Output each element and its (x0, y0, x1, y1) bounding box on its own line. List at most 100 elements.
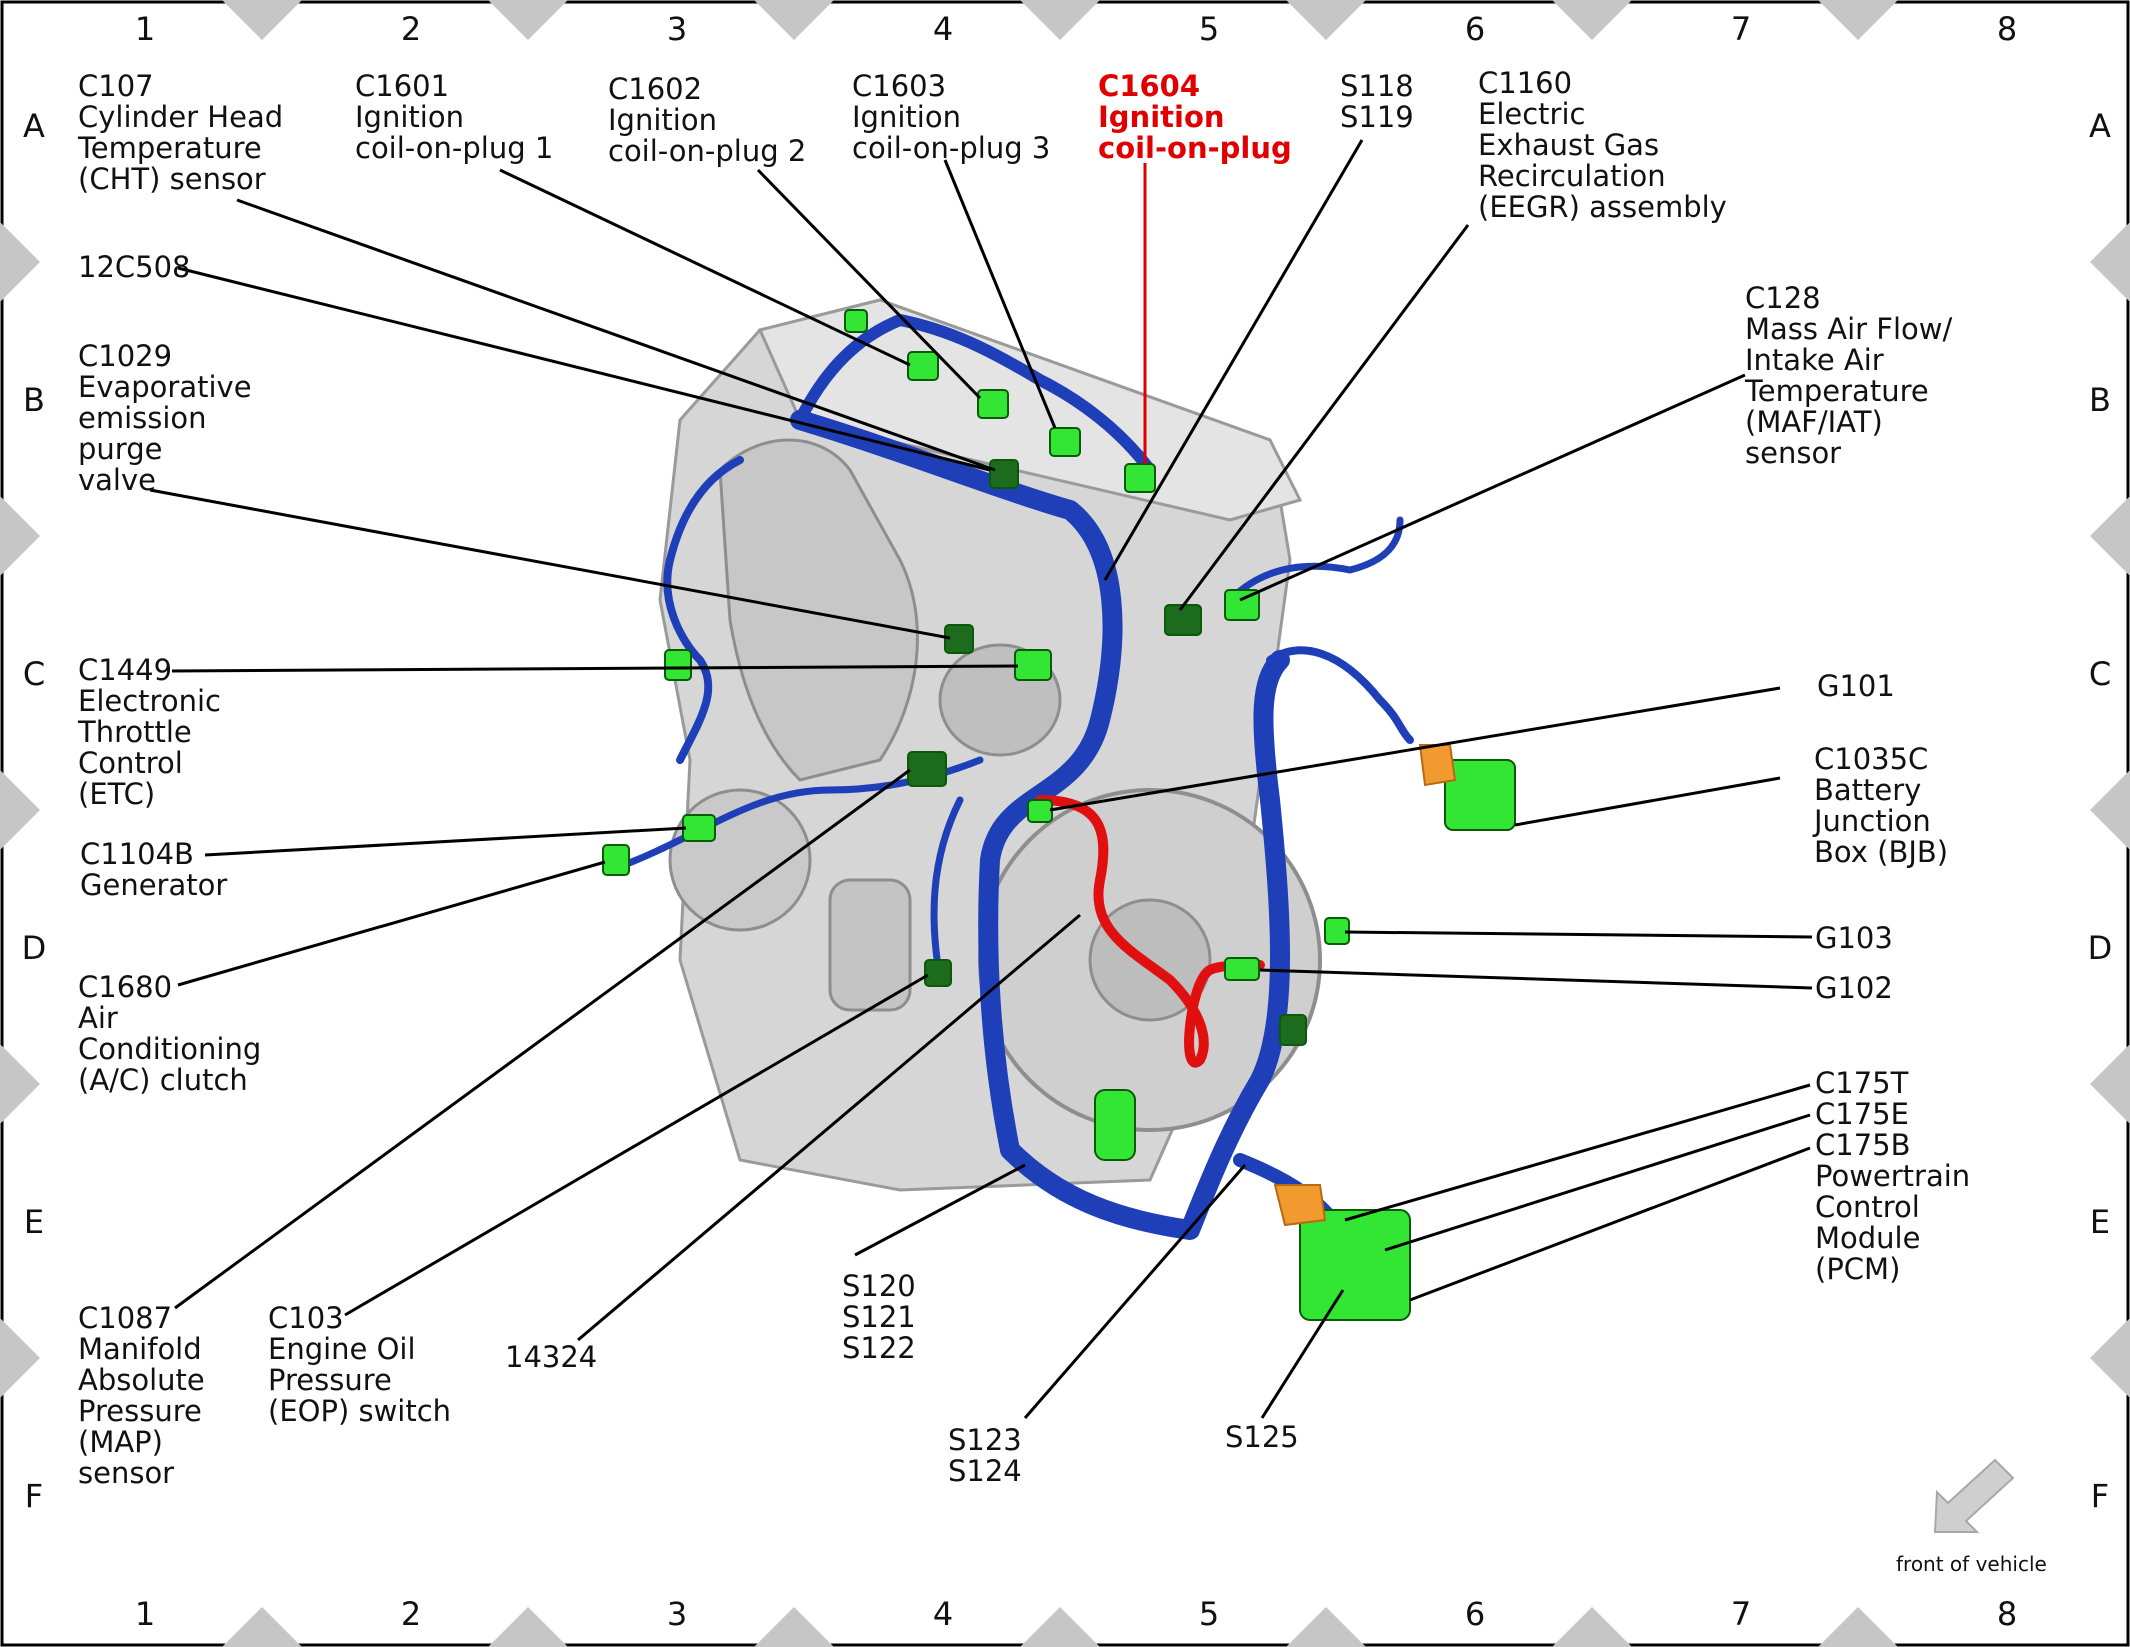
grid-col-2-bottom: 2 (401, 1595, 421, 1633)
leader-s125 (1260, 1289, 1345, 1419)
grid-row-c-right: C (2089, 655, 2111, 693)
connector-c1087 (907, 751, 947, 787)
leader-s118 (1103, 139, 1364, 581)
grid-column-labels-top: 1 2 3 4 5 6 7 8 (135, 10, 2017, 48)
leader-c1601 (499, 168, 911, 367)
label-14324: 14324 (505, 1340, 597, 1374)
connector-c1035c (1444, 759, 1516, 831)
connector-lower-dark (1279, 1014, 1307, 1046)
label-c1449: C1449 Electronic Throttle Control (ETC) (77, 653, 230, 811)
grid-row-d-right: D (2088, 929, 2113, 967)
label-g102: G102 (1815, 971, 1893, 1005)
grid-col-8: 8 (1997, 10, 2017, 48)
oil-filter (828, 878, 912, 1012)
connector-c1029 (944, 624, 974, 654)
grid-markers-left (0, 222, 40, 1398)
connector-c1449 (1014, 649, 1052, 681)
leader-c175t (1344, 1083, 1811, 1222)
label-c128: C128 Mass Air Flow/ Intake Air Temperatu… (1744, 281, 1961, 470)
grid-row-d: D (22, 929, 47, 967)
grid-row-e: E (24, 1203, 44, 1241)
grid-row-b-right: B (2089, 381, 2111, 419)
label-g101: G101 (1817, 669, 1895, 703)
harness-main-trunk (790, 410, 1290, 1240)
label-12c508: 12C508 (78, 250, 191, 284)
leader-g101 (1049, 686, 1781, 812)
grid-row-a-right: A (2089, 107, 2111, 145)
leader-c1035c (1514, 776, 1781, 827)
label-c107: C107 Cylinder Head Temperature (CHT) sen… (77, 69, 292, 196)
connector-c1035c-boot (1418, 744, 1457, 787)
leader-lines (149, 139, 1813, 1419)
leader-14324 (577, 913, 1081, 1342)
leader-c1160 (1178, 224, 1470, 611)
label-s118: S118 S119 (1340, 69, 1423, 134)
leader-c128 (1239, 373, 1746, 602)
leader-c1104b (204, 826, 687, 857)
leader-c1029 (149, 488, 951, 640)
grid-col-4-bottom: 4 (933, 1595, 953, 1633)
grid-row-f: F (25, 1477, 43, 1515)
leader-g103 (1344, 930, 1813, 939)
grid-col-7-bottom: 7 (1731, 1595, 1751, 1633)
connector-c1604 (1124, 463, 1156, 493)
connectors (602, 309, 1516, 1321)
front-of-vehicle-label: front of vehicle (1896, 1552, 2047, 1576)
connector-c1603 (1049, 427, 1081, 457)
grid-col-3-bottom: 3 (667, 1595, 687, 1633)
label-c1104b: C1104B Generator (80, 837, 227, 902)
label-s125: S125 (1225, 1420, 1299, 1454)
label-c103: C103 Engine Oil Pressure (EOP) switch (268, 1301, 451, 1428)
grid-col-8-bottom: 8 (1997, 1595, 2017, 1633)
label-c1029: C1029 Evaporative emission purge valve (78, 339, 261, 497)
intake-manifold (718, 438, 919, 782)
connector-c175 (1299, 1209, 1411, 1321)
leader-c1449 (171, 664, 1019, 673)
label-s120: S120 S121 S122 (842, 1269, 925, 1365)
connector-c1104b (682, 814, 716, 842)
grid-markers-right (2090, 222, 2130, 1398)
front-arrow-icon (1933, 1458, 2015, 1533)
grid-row-a: A (23, 107, 45, 145)
connector-12c508 (844, 309, 868, 333)
grid-markers-bottom (222, 1607, 1898, 1647)
leader-c1602 (756, 168, 982, 400)
connector-c1680 (602, 844, 630, 876)
connector-c103 (924, 959, 952, 987)
callout-labels: C107 Cylinder Head Temperature (CHT) sen… (77, 66, 1979, 1490)
leader-c1087 (174, 768, 911, 1310)
grid-col-3: 3 (667, 10, 687, 48)
harness-oil-branch (930, 796, 964, 984)
connector-c175-boot (1273, 1184, 1327, 1227)
connector-g101 (1027, 799, 1053, 823)
label-c1602: C1602 Ignition coil-on-plug 2 (608, 72, 806, 168)
leader-12c508 (177, 266, 991, 472)
connector-c128 (1224, 589, 1260, 621)
grid-col-4: 4 (933, 10, 953, 48)
connector-c1602 (977, 389, 1009, 419)
label-c1604: C1604 Ignition coil-on-plug (1098, 69, 1292, 165)
leader-c1603 (943, 159, 1057, 429)
connector-etc-left (664, 649, 692, 681)
label-g103: G103 (1815, 921, 1893, 955)
label-c1035c: C1035C Battery Junction Box (BJB) (1812, 742, 1948, 869)
connector-c1601 (907, 351, 939, 381)
grid-col-7: 7 (1731, 10, 1751, 48)
grid-col-5: 5 (1199, 10, 1219, 48)
grid-row-b: B (23, 381, 45, 419)
battery-cable (1035, 795, 1265, 1068)
grid-row-f-right: F (2091, 1477, 2109, 1515)
grid-row-c: C (23, 655, 45, 693)
connector-c1160 (1164, 604, 1202, 636)
grid-col-1: 1 (135, 10, 155, 48)
leader-s120 (854, 1163, 1026, 1257)
connector-c107 (989, 459, 1019, 489)
grid-row-labels-right: A B C D E F (2088, 107, 2113, 1515)
label-c175: C175T C175E C175B Powertrain Control Mod… (1815, 1066, 1979, 1286)
leader-c175e (1384, 1113, 1811, 1252)
connector-lower-green (1094, 1089, 1136, 1161)
leader-g102 (1259, 968, 1813, 990)
grid-row-labels-left: A B C D E F (22, 107, 47, 1515)
label-c1603: C1603 Ignition coil-on-plug 3 (852, 69, 1050, 165)
